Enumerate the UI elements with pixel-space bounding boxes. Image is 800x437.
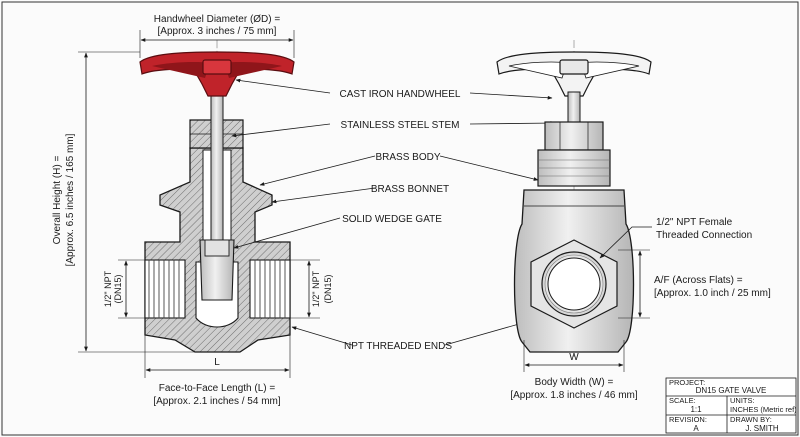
tb-revision-label: REVISION: (669, 415, 707, 424)
body-letter: W (569, 352, 579, 363)
exterior-view (496, 40, 652, 360)
tb-project-label: PROJECT: (669, 378, 705, 387)
callout-female-a: 1/2" NPT Female (656, 217, 733, 228)
height-dim-value: [Approx. 6.5 inches / 165 mm] (65, 133, 76, 266)
exterior-stem (567, 91, 581, 123)
npt-left-label-a: 1/2" NPT (103, 270, 113, 307)
tb-units-value: INCHES (Metric ref) (730, 405, 797, 414)
callout-bonnet: BRASS BONNET (371, 184, 449, 195)
callout-body: BRASS BODY (375, 152, 440, 163)
callout-ends: NPT THREADED ENDS (344, 341, 452, 352)
body-dim-value: [Approx. 1.8 inches / 46 mm] (510, 390, 638, 401)
af-dim-title: A/F (Across Flats) = (654, 275, 743, 286)
exterior-packing-nut (544, 121, 604, 151)
face-dim-title: Face-to-Face Length (L) = (159, 383, 276, 394)
tb-scale-value: 1:1 (690, 405, 702, 414)
height-dim-title: Overall Height (H) = (52, 156, 63, 245)
exterior-handwheel (496, 51, 652, 97)
face-letter: L (214, 357, 220, 368)
callout-leaders (231, 78, 556, 346)
section-stem (210, 91, 224, 253)
body-dim-title: Body Width (W) = (535, 377, 614, 388)
tb-revision-value: A (693, 424, 699, 433)
tb-drawn-label: DRAWN BY: (730, 415, 772, 424)
section-view (139, 39, 295, 353)
npt-right-label-b: (DN15) (323, 274, 333, 303)
handwheel-dim-value: [Approx. 3 inches / 75 mm] (158, 26, 277, 37)
callout-gate: SOLID WEDGE GATE (342, 214, 442, 225)
right-dimensions (523, 226, 652, 372)
npt-left-label-b: (DN15) (113, 274, 123, 303)
tb-drawn-value: J. SMITH (745, 424, 779, 433)
af-dim-value: [Approx. 1.0 inch / 25 mm] (654, 288, 771, 299)
callout-stem: STAINLESS STEEL STEM (341, 120, 460, 131)
exterior-bore-inner (547, 257, 601, 311)
female-leader (599, 226, 652, 259)
npt-right-label-a: 1/2" NPT (311, 270, 321, 307)
callout-female-b: Threaded Connection (656, 230, 752, 241)
tb-units-label: UNITS: (730, 396, 755, 405)
handwheel-dim-title: Handwheel Diameter (ØD) = (154, 14, 281, 25)
title-block (665, 377, 797, 434)
face-dim-value: [Approx. 2.1 inches / 54 mm] (153, 396, 281, 407)
section-left-port (144, 259, 186, 319)
left-dimensions (78, 30, 320, 378)
tb-project-value: DN15 GATE VALVE (696, 386, 767, 395)
callout-handwheel: CAST IRON HANDWHEEL (340, 89, 461, 100)
section-handwheel (139, 51, 295, 97)
tb-scale-label: SCALE: (669, 396, 696, 405)
